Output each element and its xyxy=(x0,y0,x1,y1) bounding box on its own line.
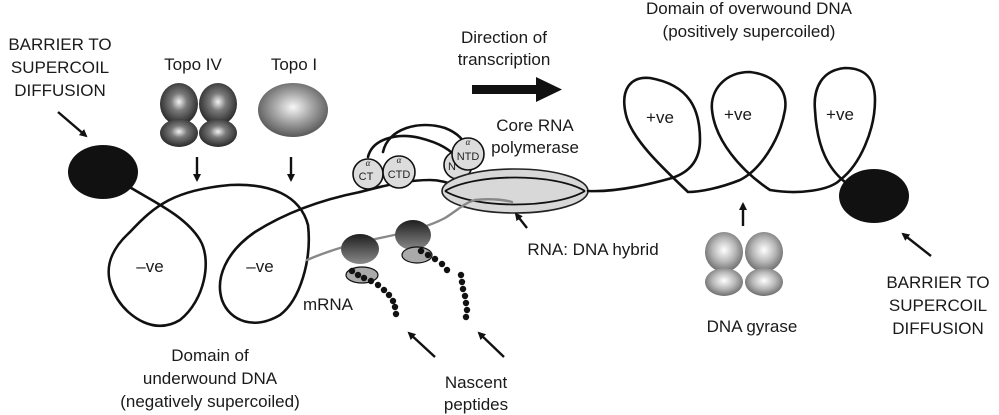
barrier-left-arrow xyxy=(57,111,88,138)
ctd-text: CTD xyxy=(388,169,411,181)
overwound-line-1: Domain of overwound DNA xyxy=(646,0,853,18)
alpha-ctd-subunit-2: α CTD xyxy=(382,155,416,189)
underwound-domain-label: Domain of underwound DNA (negatively sup… xyxy=(120,346,300,411)
alpha-ctd-tether-1 xyxy=(366,134,460,162)
nascent-peptide-arrow-2 xyxy=(477,331,505,358)
alpha-ctd-subunit-1: α CT xyxy=(352,158,384,190)
underwound-line-3: (negatively supercoiled) xyxy=(120,392,300,411)
rna-dna-hybrid-label: RNA: DNA hybrid xyxy=(527,240,658,259)
ctd-partial-text: CT xyxy=(359,171,374,183)
barrier-left-line-2: SUPERCOIL xyxy=(11,58,109,77)
alpha-ntd-subunit-2: α NTD xyxy=(451,137,485,171)
negative-supercoil-loops xyxy=(107,183,362,327)
positive-loop-label-1: +ve xyxy=(646,108,674,127)
ntd-partial-text: N xyxy=(448,161,456,173)
dna-gyrase-label: DNA gyrase xyxy=(707,317,798,336)
barrier-left-line-3: DIFFUSION xyxy=(14,81,106,100)
negative-loop-label-2: –ve xyxy=(246,257,273,276)
nascent-peptide-2 xyxy=(417,247,471,321)
positive-loop-label-2: +ve xyxy=(724,105,752,124)
transcription-direction-arrow xyxy=(472,77,562,102)
topo-iv-icon xyxy=(160,83,237,147)
barrier-right-line-3: DIFFUSION xyxy=(892,319,984,338)
ntd-text: NTD xyxy=(457,151,480,163)
barrier-right-line-1: BARRIER TO xyxy=(886,273,989,292)
alpha-symbol: α xyxy=(366,158,371,168)
mrna-label: mRNA xyxy=(303,295,354,314)
topo-i-label: Topo I xyxy=(271,55,317,74)
topo-iv-label: Topo IV xyxy=(164,55,222,74)
overwound-line-2: (positively supercoiled) xyxy=(663,22,836,41)
direction-label-1: Direction of xyxy=(461,28,547,47)
ribosome-2 xyxy=(395,220,433,264)
nascent-peptides-label-2: peptides xyxy=(444,395,508,414)
barrier-right-line-2: SUPERCOIL xyxy=(889,296,987,315)
dna-gyrase-icon xyxy=(705,232,783,296)
alpha-symbol: α xyxy=(397,155,402,165)
underwound-line-2: underwound DNA xyxy=(143,369,278,388)
barrier-left-label: BARRIER TO SUPERCOIL DIFFUSION xyxy=(8,35,111,100)
underwound-line-1: Domain of xyxy=(171,346,249,365)
core-rnap-label-1: Core RNA xyxy=(496,116,574,135)
nascent-peptides-label-1: Nascent xyxy=(445,373,508,392)
barrier-left-icon xyxy=(68,145,138,199)
barrier-left-line-1: BARRIER TO xyxy=(8,35,111,54)
barrier-right-label: BARRIER TO SUPERCOIL DIFFUSION xyxy=(886,273,989,338)
direction-label-2: transcription xyxy=(458,50,551,69)
barrier-right-arrow xyxy=(901,232,932,257)
positive-loop-label-3: +ve xyxy=(826,105,854,124)
topo-i-icon xyxy=(258,83,328,137)
positive-supercoil-loops xyxy=(586,66,877,194)
nascent-peptide-arrow-1 xyxy=(407,331,436,358)
alpha-symbol: α xyxy=(466,137,471,147)
nascent-peptide-1 xyxy=(348,267,400,318)
core-rnap-label-2: polymerase xyxy=(491,138,579,157)
rna-dna-hybrid-arrow xyxy=(514,212,528,229)
barrier-right-icon xyxy=(839,169,909,223)
negative-loop-label-1: –ve xyxy=(136,257,163,276)
